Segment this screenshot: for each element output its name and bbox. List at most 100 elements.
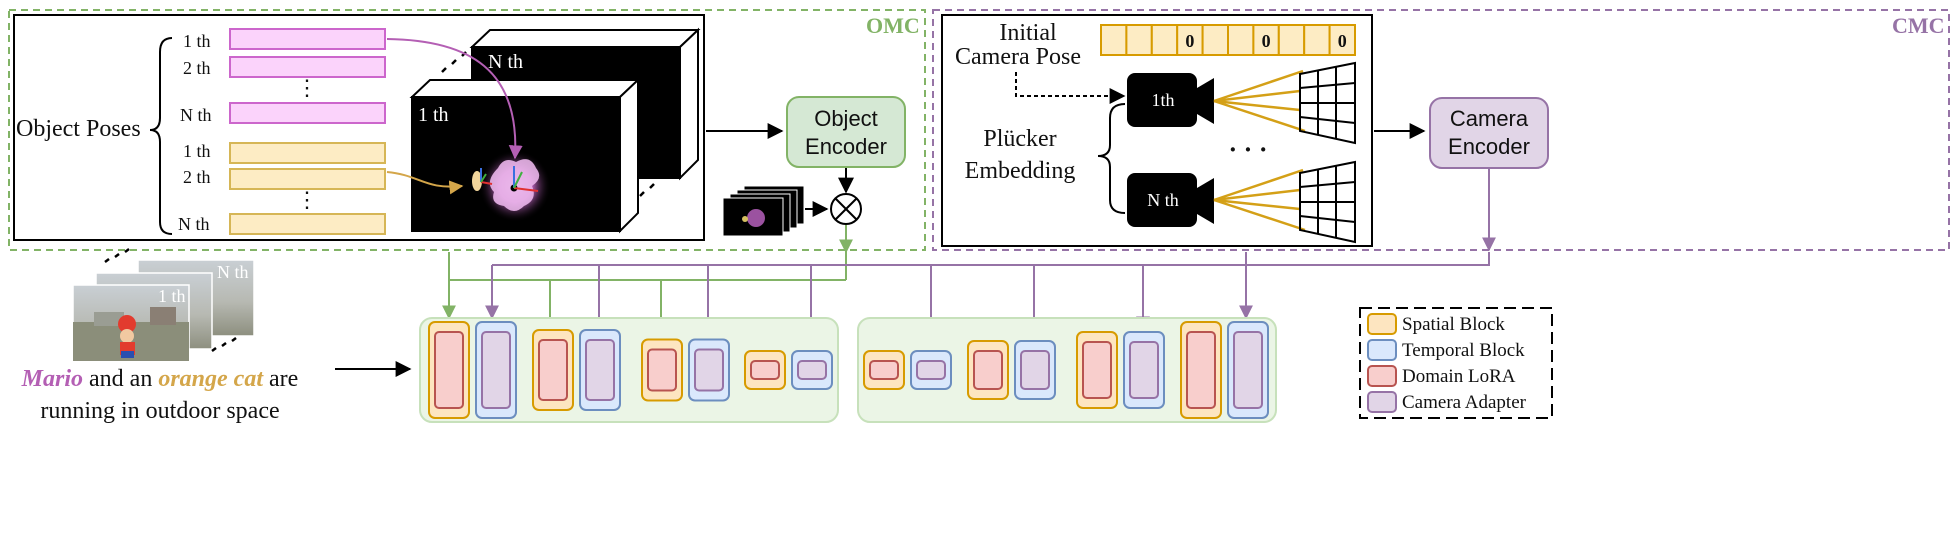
object-poses-title: Object Poses bbox=[16, 116, 141, 142]
camera-n-label: N th bbox=[1147, 190, 1179, 210]
camera-adapter bbox=[1020, 350, 1050, 390]
domain-lora bbox=[1082, 341, 1112, 399]
camera-encoder-label: Encoder bbox=[1448, 134, 1530, 159]
pose-cell bbox=[1328, 24, 1356, 56]
caption-text-are: are bbox=[263, 366, 298, 392]
yellow-pose-rows: 1 th 2 th ⋮ N th bbox=[178, 141, 386, 235]
pose-cell-value: 0 bbox=[1338, 31, 1347, 51]
pose-cell-value: 0 bbox=[1185, 31, 1194, 51]
pink-ellipsis: ⋮ bbox=[296, 75, 318, 100]
pink-row-label: 1 th bbox=[183, 31, 211, 51]
camera-adapter bbox=[585, 339, 615, 401]
pose-cell-value: 0 bbox=[1262, 31, 1271, 51]
legend-label: Temporal Block bbox=[1402, 340, 1525, 361]
camera-adapter bbox=[1129, 341, 1159, 399]
cat-object-shape bbox=[472, 168, 493, 191]
caption-word-mario: Mario bbox=[21, 366, 83, 392]
video-frame-stack: N th 1 th bbox=[72, 248, 255, 362]
camera-adapter bbox=[797, 360, 827, 380]
caption-text-and: and an bbox=[83, 366, 158, 392]
omc-label: OMC bbox=[866, 13, 920, 38]
frame-back-label: N th bbox=[488, 51, 523, 73]
plucker-label: Plücker bbox=[983, 126, 1056, 152]
legend-swatch bbox=[1367, 339, 1397, 361]
object-encoder-label: Encoder bbox=[805, 134, 887, 159]
yellow-pose-bar bbox=[229, 168, 386, 190]
pink-pose-rows: 1 th 2 th ⋮ N th bbox=[180, 28, 386, 125]
pink-pose-bar bbox=[229, 102, 386, 124]
camera-image-plane-n bbox=[1299, 160, 1356, 244]
legend-label: Domain LoRA bbox=[1402, 366, 1516, 387]
legend-swatch bbox=[1367, 391, 1397, 413]
frame-front-label: 1 th bbox=[418, 104, 449, 126]
pose-cell bbox=[1227, 24, 1255, 56]
multiply-icon bbox=[830, 193, 862, 225]
camera-1-icon: 1th bbox=[1127, 73, 1214, 127]
initial-pose-arrow bbox=[1015, 72, 1126, 104]
up-block-group bbox=[857, 317, 1277, 423]
camera-adapter bbox=[1233, 331, 1263, 409]
caption-word-cat: orange cat bbox=[158, 366, 264, 392]
legend-swatch bbox=[1367, 313, 1397, 335]
domain-lora bbox=[538, 339, 568, 401]
mask-frame-stack bbox=[722, 185, 805, 237]
camera-dots: · · · bbox=[1228, 135, 1267, 164]
pink-row-label: 2 th bbox=[183, 58, 211, 78]
camera-frustum-1 bbox=[1213, 69, 1306, 133]
frame-stack-front: 1 th bbox=[409, 77, 641, 234]
camera-adapter bbox=[916, 360, 946, 380]
pose-cell bbox=[1150, 24, 1179, 56]
domain-lora bbox=[434, 331, 464, 409]
pose-cell bbox=[1277, 24, 1306, 56]
down-block-group bbox=[419, 317, 839, 423]
pink-pose-bar bbox=[229, 28, 386, 50]
camera-1-label: 1th bbox=[1151, 90, 1174, 110]
object-poses-brace bbox=[149, 37, 173, 235]
caption-line2: running in outdoor space bbox=[40, 398, 279, 424]
camera-pose-vector: 0 0 0 bbox=[1100, 24, 1356, 56]
caption-line1: Mario and an orange cat are bbox=[21, 366, 299, 392]
domain-lora bbox=[647, 348, 677, 392]
domain-lora bbox=[869, 360, 899, 380]
cmc-label: CMC bbox=[1892, 13, 1945, 38]
plucker-label: Embedding bbox=[965, 158, 1076, 184]
camera-adapter bbox=[694, 348, 724, 392]
pose-cell bbox=[1303, 24, 1331, 56]
camera-image-plane-1 bbox=[1299, 61, 1356, 145]
pose-cell bbox=[1100, 24, 1128, 56]
initial-pose-label: Initial bbox=[999, 20, 1057, 46]
legend-label: Spatial Block bbox=[1402, 314, 1505, 335]
initial-pose-label: Camera Pose bbox=[955, 44, 1081, 70]
legend-label: Camera Adapter bbox=[1402, 392, 1527, 413]
domain-lora bbox=[973, 350, 1003, 390]
pink-pose-bar bbox=[229, 56, 386, 78]
pose-cell bbox=[1125, 24, 1153, 56]
yellow-row-label: 1 th bbox=[183, 141, 211, 161]
mario-figure bbox=[118, 315, 136, 358]
yellow-ellipsis: ⋮ bbox=[296, 187, 318, 212]
plucker-brace bbox=[1097, 103, 1126, 214]
yellow-row-label: N th bbox=[178, 214, 210, 234]
domain-lora bbox=[750, 360, 780, 380]
object-encoder-label: Object bbox=[814, 106, 878, 131]
pink-pose-arrow bbox=[386, 38, 523, 160]
video-front-label: 1 th bbox=[158, 286, 186, 306]
yellow-pose-bar bbox=[229, 213, 386, 235]
camera-adapter bbox=[481, 331, 511, 409]
pink-row-label: N th bbox=[180, 105, 212, 125]
video-back-label: N th bbox=[217, 262, 249, 282]
yellow-row-label: 2 th bbox=[183, 167, 211, 187]
yellow-pose-bar bbox=[229, 142, 386, 164]
domain-lora bbox=[1186, 331, 1216, 409]
yellow-pose-arrow bbox=[386, 171, 464, 195]
omc-section bbox=[8, 9, 926, 251]
object-encoder-box bbox=[786, 96, 906, 168]
camera-encoder-label: Camera bbox=[1450, 106, 1529, 131]
legend-swatch bbox=[1367, 365, 1397, 387]
pose-cell bbox=[1201, 24, 1229, 56]
cmc-section bbox=[932, 9, 1950, 251]
network-blocks bbox=[428, 321, 1269, 419]
camera-frustum-n bbox=[1213, 168, 1306, 232]
